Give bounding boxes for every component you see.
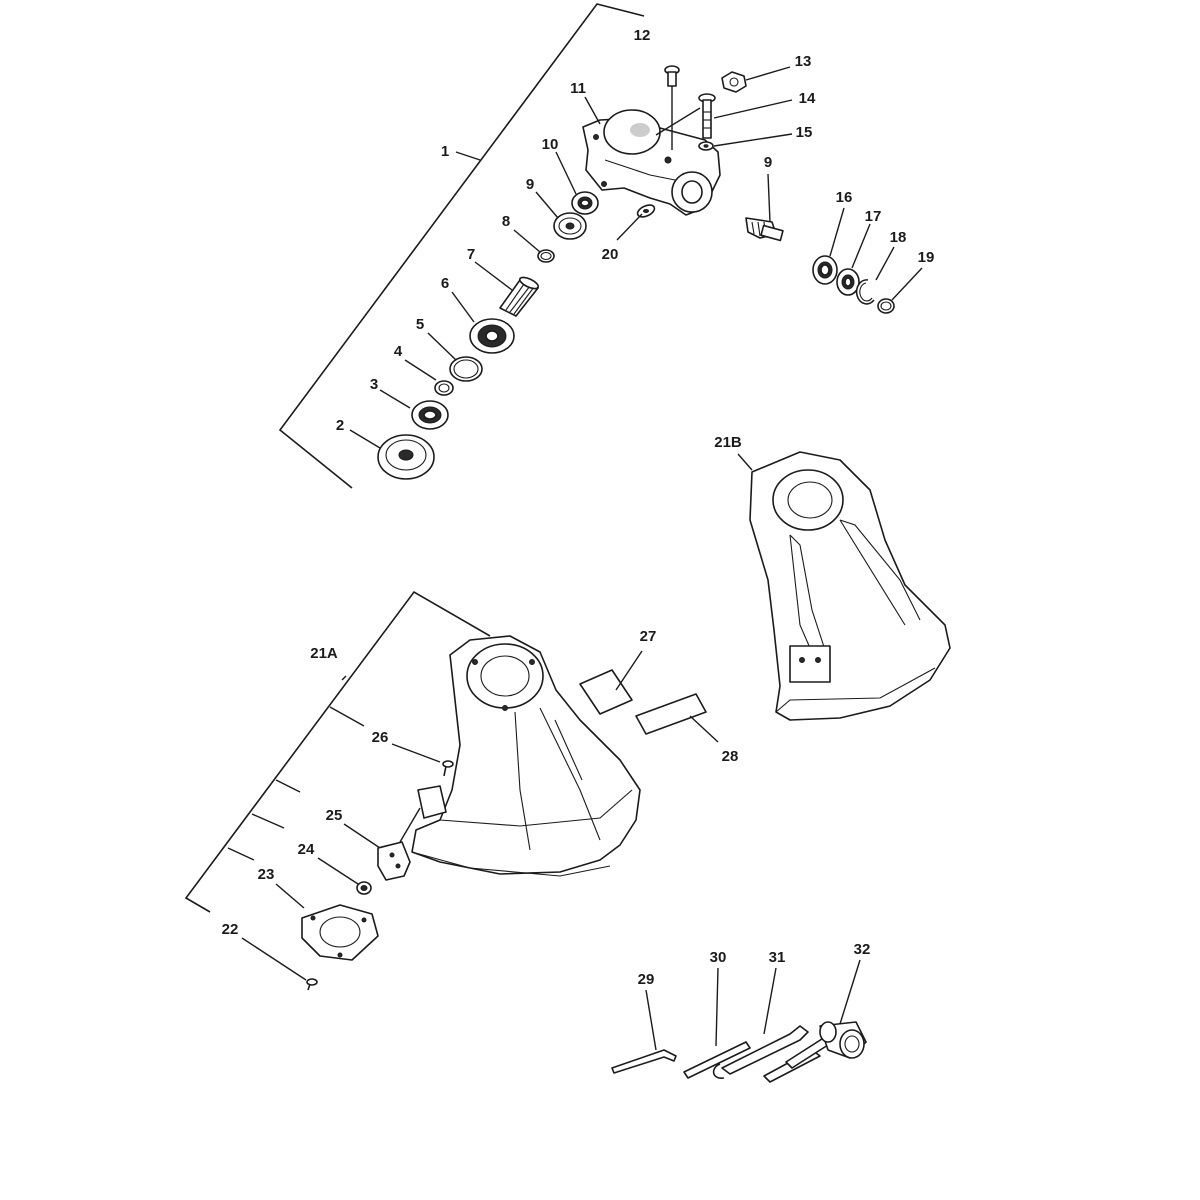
guard-21A: [411, 635, 641, 877]
guard-21A-bracket: [184, 590, 491, 913]
screw-12: [664, 65, 680, 150]
label-9-gear: 9: [526, 176, 534, 193]
label-11: 11: [570, 80, 586, 97]
snap-ring-8: [537, 249, 555, 263]
label-6: 6: [441, 275, 449, 292]
gear-housing: [582, 109, 721, 216]
label-27: 27: [640, 628, 657, 645]
label-20: 20: [602, 246, 619, 263]
washer-15: [698, 141, 714, 151]
washer-3: [411, 400, 449, 430]
gearbox-assembly-bracket: [278, 3, 645, 489]
socket-wrench-32: [785, 1021, 867, 1069]
label-15: 15: [796, 124, 813, 141]
label-23: 23: [258, 866, 275, 883]
label-26: 26: [372, 729, 389, 746]
ring-5: [449, 356, 483, 382]
label-7: 7: [467, 246, 475, 263]
blade-holder-2: [377, 434, 435, 480]
rod-30: [683, 1041, 751, 1079]
label-25: 25: [326, 807, 343, 824]
label-8: 8: [502, 213, 510, 230]
label-4: 4: [394, 343, 403, 360]
seal-10: [571, 191, 599, 215]
label-28: 28: [722, 748, 739, 765]
screw-26: [442, 760, 454, 777]
pinion-gear-9: [745, 217, 784, 242]
label-12: 12: [634, 27, 651, 44]
screw-22: [306, 978, 318, 991]
plate-23: [301, 904, 379, 961]
label-30: 30: [710, 949, 727, 966]
label-19: 19: [918, 249, 935, 266]
label-18: 18: [890, 229, 907, 246]
label-5: 5: [416, 316, 424, 333]
label-22: 22: [222, 921, 239, 938]
decal-28: [635, 693, 707, 735]
label-17: 17: [865, 208, 882, 225]
bolt-14: [698, 93, 716, 139]
label-3: 3: [370, 376, 378, 393]
hex-key-29: [611, 1049, 677, 1074]
bevel-gear-9: [553, 212, 587, 240]
guard-21B: [749, 451, 951, 721]
label-2: 2: [336, 417, 344, 434]
label-24: 24: [298, 841, 315, 858]
label-14: 14: [799, 90, 816, 107]
washer-4: [434, 380, 454, 396]
nut-24: [356, 881, 372, 895]
label-32: 32: [854, 941, 871, 958]
label-29: 29: [638, 971, 655, 988]
part-labels: 1 2 3 4 5 6 7 8 9 10 11 12 13 14 15 9 16…: [222, 27, 935, 988]
bearing-16: [812, 255, 838, 285]
label-16: 16: [836, 189, 853, 206]
label-10: 10: [542, 136, 559, 153]
bearing-6: [469, 318, 515, 354]
circlip-18: [855, 279, 875, 305]
label-21A: 21A: [310, 645, 338, 662]
label-31: 31: [769, 949, 786, 966]
ring-19: [877, 298, 895, 314]
decal-27: [579, 669, 633, 715]
spindle-shaft-7: [499, 276, 540, 317]
leader-lines: [241, 66, 923, 1051]
label-13: 13: [795, 53, 812, 70]
nut-13: [721, 71, 747, 93]
label-21B: 21B: [714, 434, 742, 451]
cutter-25: [377, 807, 421, 881]
label-1: 1: [441, 143, 449, 160]
label-9-pinion: 9: [764, 154, 772, 171]
bearing-17: [836, 268, 860, 296]
